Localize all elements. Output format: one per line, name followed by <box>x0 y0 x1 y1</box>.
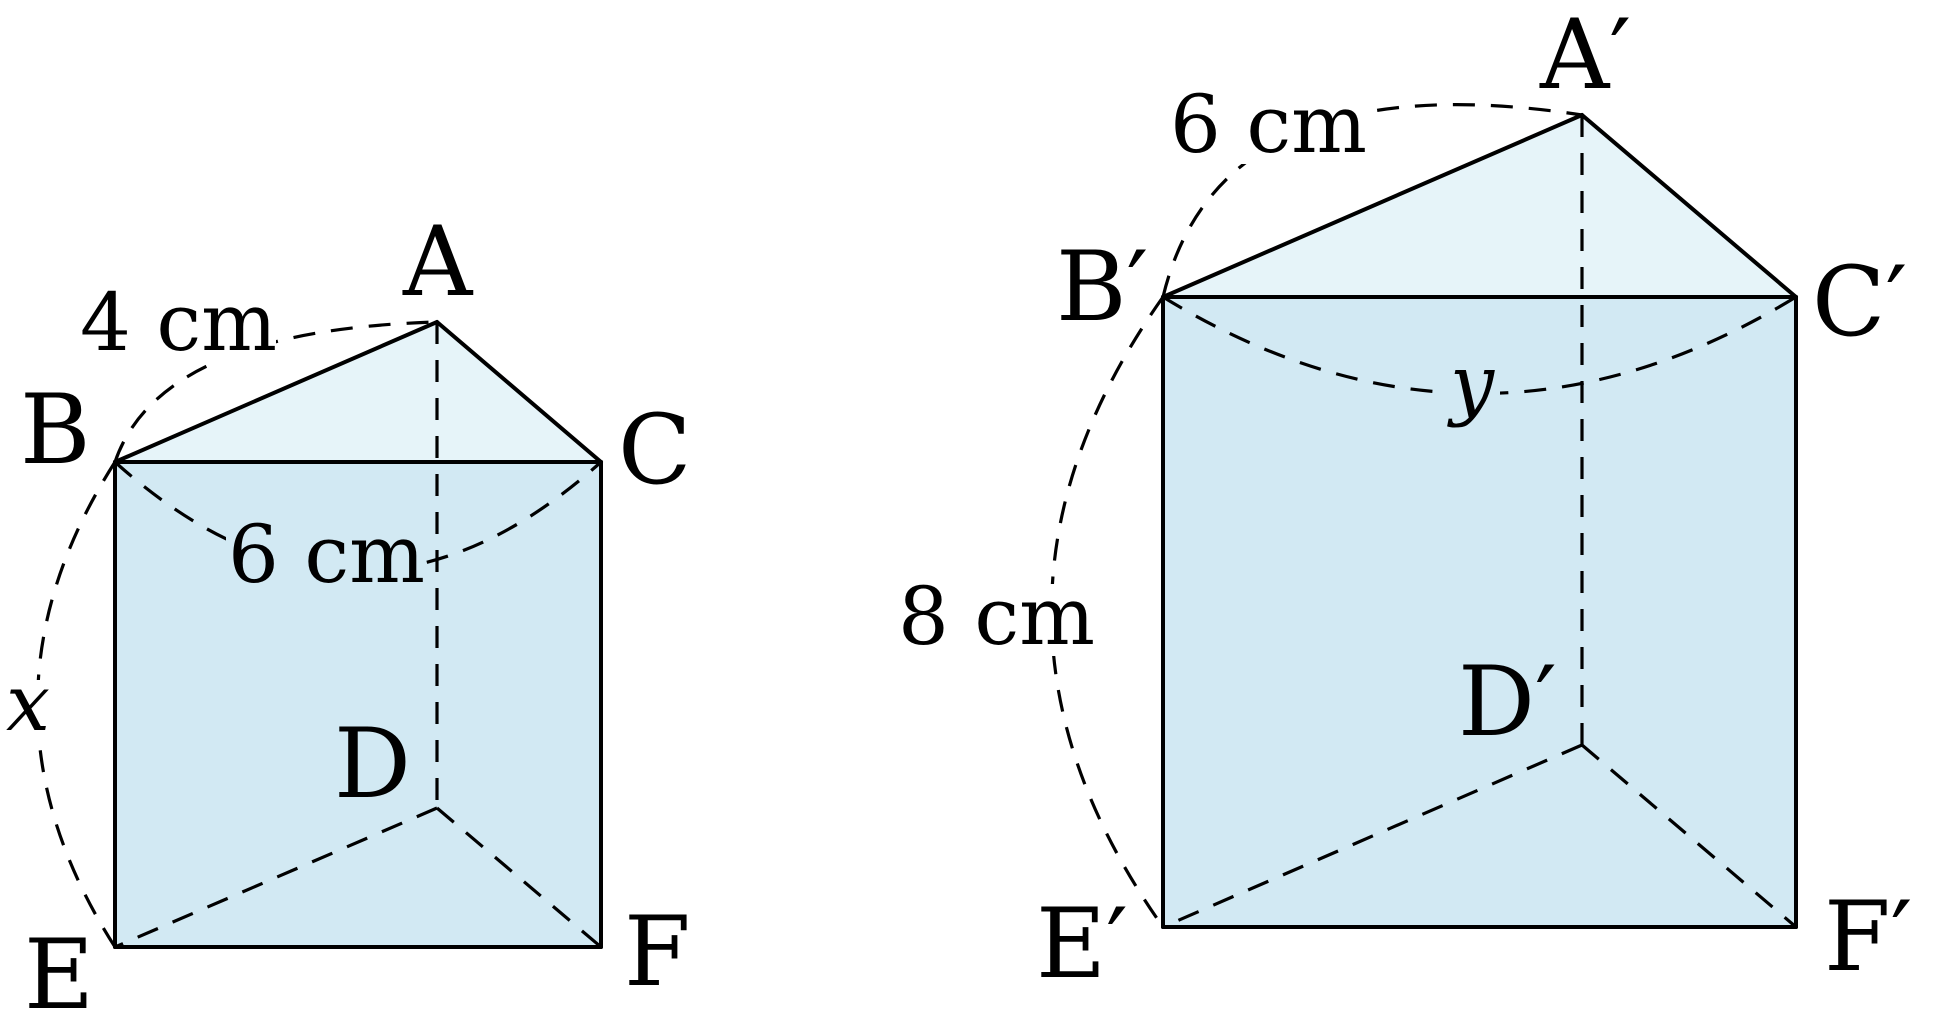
large-prism-edge-df <box>1580 743 1798 929</box>
small-prism-vertex-c: C <box>618 394 691 506</box>
large-prism-dim-arc-be <box>1050 296 1165 928</box>
large-prism-label-ab: 6 cm <box>1170 78 1367 171</box>
large-prism-vertex-b: B′ <box>1056 231 1148 343</box>
large-prism-label-bc-bg <box>1448 362 1500 432</box>
small-prism-vertex-d: D <box>334 708 411 820</box>
small-prism-vertex-b: B <box>20 374 91 486</box>
small-prism-edge-ac <box>435 320 603 464</box>
large-prism-vertex-e: E′ <box>1036 888 1128 1000</box>
large-prism-edge-de <box>1162 743 1583 929</box>
small-prism-label-ab-bg <box>78 290 276 364</box>
large-prism: A′ B′ C′ D′ E′ F′ 6 cm y 8 cm <box>896 0 1912 1000</box>
small-prism-label-ab: 4 cm <box>80 276 277 369</box>
small-prism-top-face <box>115 322 601 462</box>
large-prism-vertex-d: D′ <box>1458 646 1557 758</box>
small-prism-label-be-bg <box>4 680 54 736</box>
small-prism-edge-de <box>114 806 438 949</box>
large-prism-label-ab-bg <box>1168 92 1366 164</box>
small-prism-label-bc-bg <box>226 522 424 590</box>
large-prism-label-bc: y <box>1447 339 1495 429</box>
large-prism-vertex-a: A′ <box>1539 0 1631 111</box>
small-prism-edge-ab <box>113 320 439 464</box>
small-prism-vertex-f: F <box>624 896 691 1008</box>
small-prism-dim-arc-be <box>35 461 117 948</box>
large-prism-label-be: 8 cm <box>898 570 1095 663</box>
large-prism-edge-ab <box>1161 113 1584 299</box>
large-prism-vertex-f: F′ <box>1824 881 1912 993</box>
small-prism: A B C D E F 4 cm 6 cm x <box>4 206 691 1030</box>
small-prism-vertex-a: A <box>402 206 474 318</box>
large-prism-label-be-bg <box>896 584 1092 656</box>
large-prism-vertex-c: C′ <box>1812 246 1907 358</box>
large-prism-top-face <box>1163 115 1796 297</box>
small-prism-label-bc: 6 cm <box>228 508 425 601</box>
small-prism-vertex-e: E <box>24 919 94 1030</box>
small-prism-label-be: x <box>6 659 50 749</box>
large-prism-edge-ac <box>1580 113 1798 299</box>
